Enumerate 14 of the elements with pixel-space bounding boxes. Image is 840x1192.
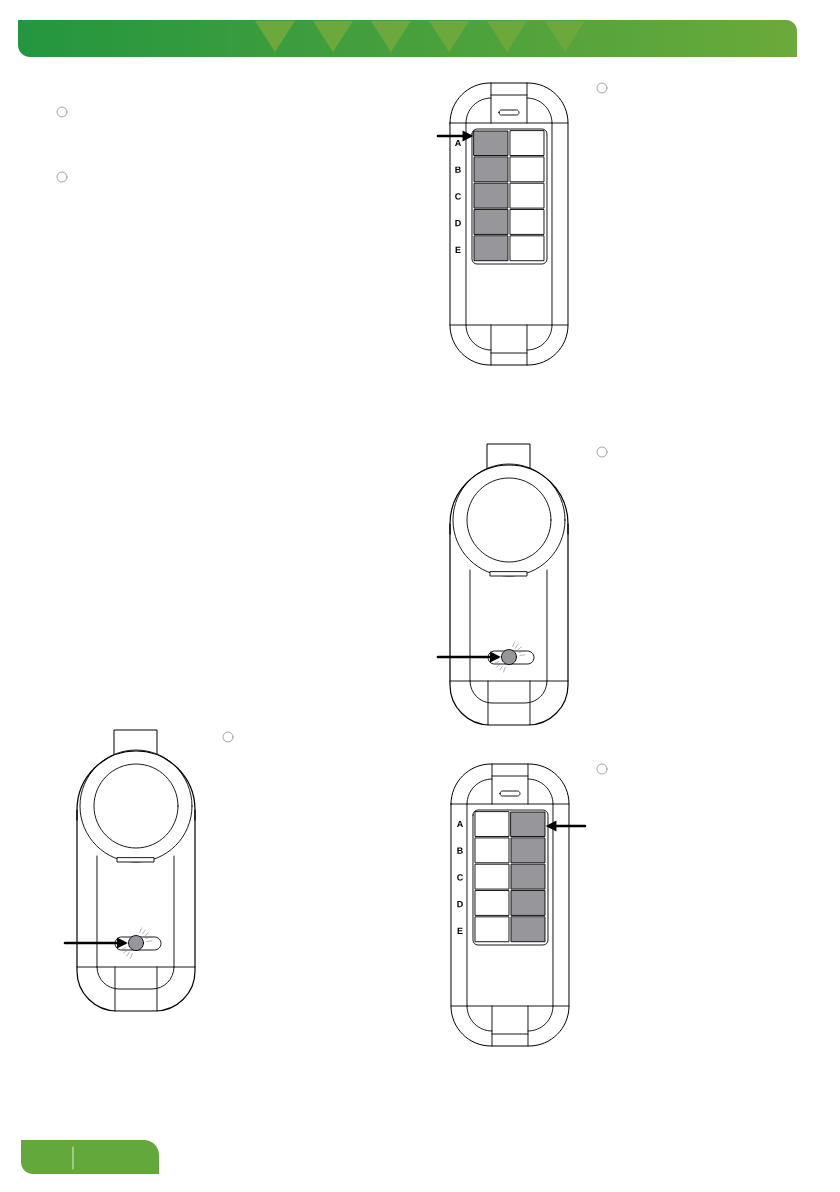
row-letter: E [455, 246, 461, 253]
row-letter: D [455, 220, 461, 227]
row-letter: C [455, 193, 461, 200]
row-letter: B [455, 166, 461, 173]
row-letter: B [457, 847, 463, 854]
led-light [128, 935, 144, 951]
led-light [501, 649, 517, 665]
key-button [510, 811, 546, 837]
row-letter: A [457, 820, 463, 828]
row-letter: A [455, 139, 461, 147]
key-button [473, 130, 509, 156]
row-letter: E [457, 927, 463, 934]
row-letter: C [457, 874, 463, 881]
row-letter: D [457, 901, 463, 908]
